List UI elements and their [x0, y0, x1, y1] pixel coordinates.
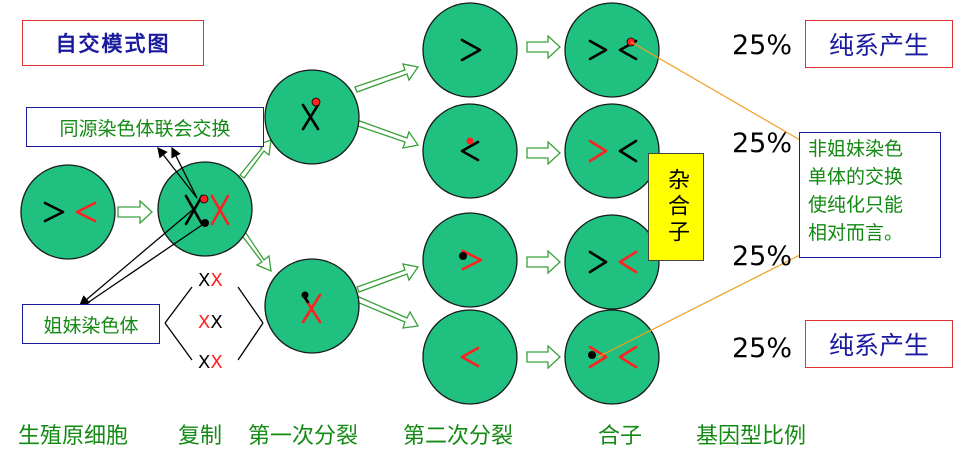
chromatid-red: [301, 293, 322, 324]
cell-zygote-1: [564, 2, 660, 98]
flow-arrow: [354, 63, 420, 93]
combo-bracket: [164, 322, 193, 361]
stage-meiosis-1: 第一次分裂: [248, 424, 359, 449]
diagram-title: 自交模式图: [22, 20, 204, 66]
gene-dot-black: [301, 291, 309, 299]
stage-germ-cell: 生殖原细胞: [18, 424, 129, 449]
chromatid-black: [184, 194, 204, 226]
chromosome-red: [618, 345, 638, 369]
flow-arrow: [117, 199, 153, 225]
flow-arrow: [526, 34, 561, 60]
note-connector: [630, 41, 801, 141]
chromosome-red: [460, 346, 480, 368]
crossover-note: 非姐妹染色 单体的交换 使纯化只能 相对而言。: [799, 132, 941, 258]
chromatid-red: [210, 194, 230, 226]
stage-meiosis-2: 第二次分裂: [403, 424, 514, 449]
pure-line-bottom: 纯系产生: [805, 320, 953, 368]
gene-dot-red: [311, 97, 321, 107]
chromosome-red: [75, 201, 97, 223]
chromosome-black: [618, 139, 638, 163]
flow-arrow: [526, 344, 561, 370]
pointer-synapsis: [171, 146, 198, 199]
sister-chromatid-label: 姐妹染色体: [22, 304, 160, 344]
chromosome-red: [618, 250, 638, 274]
combo-2: XX: [198, 312, 223, 333]
synapsis-exchange-label: 同源染色体联会交换: [26, 107, 264, 147]
pointer-synapsis: [157, 146, 198, 199]
cell-zygote-3: [564, 214, 660, 310]
cell-meiosis2-2: [422, 103, 518, 199]
cell-meiosis2-1: [422, 2, 518, 98]
chromosome-black: [460, 38, 482, 62]
combo-bracket: [164, 286, 193, 324]
pure-line-top: 纯系产生: [805, 20, 953, 68]
gene-dot-black: [459, 252, 467, 260]
flow-arrow: [239, 139, 272, 179]
chromosome-red: [588, 345, 608, 369]
ratio-4: 25%: [732, 333, 793, 364]
pointer-sister: [78, 222, 206, 309]
chromosome-black: [588, 39, 608, 61]
combo-bracket: [237, 286, 264, 324]
cell-meiosis2-4: [422, 309, 518, 405]
chromatid-black: [301, 103, 320, 131]
flow-arrow: [356, 263, 420, 293]
combo-3: XX: [198, 352, 223, 373]
chromosome-black: [43, 201, 65, 223]
flow-arrows: [117, 34, 561, 370]
chromosome-black: [588, 250, 608, 274]
flow-arrow: [526, 249, 561, 275]
cell-germ: [20, 164, 116, 260]
note-connector: [597, 254, 801, 358]
stage-genotype-ratio: 基因型比例: [696, 424, 807, 449]
stage-replication: 复制: [178, 424, 223, 449]
chromosome-red: [461, 249, 483, 271]
flow-arrow: [356, 296, 420, 329]
gene-dot-red: [199, 194, 209, 204]
ratio-3: 25%: [732, 241, 793, 272]
gene-dot-red: [466, 137, 474, 145]
flow-arrow: [239, 229, 272, 273]
cell-zygote-4: [564, 309, 660, 405]
heterozygote-label: 杂合子: [648, 153, 704, 261]
chromosome-red: [588, 139, 608, 163]
cell-replication: [157, 161, 253, 257]
cell-zygote-2: [564, 103, 660, 199]
pointer-sister: [79, 206, 197, 306]
stage-zygote: 合子: [598, 424, 643, 449]
ratio-2: 25%: [732, 128, 793, 159]
cell-meiosis2-3: [422, 212, 518, 308]
combo-bracket: [237, 322, 264, 361]
chromosome-black: [460, 140, 480, 162]
combo-1: XX: [198, 270, 223, 291]
flow-arrow: [526, 140, 561, 166]
gene-dot-black: [588, 351, 596, 359]
flow-arrow: [354, 119, 420, 149]
ratio-1: 25%: [732, 30, 793, 61]
